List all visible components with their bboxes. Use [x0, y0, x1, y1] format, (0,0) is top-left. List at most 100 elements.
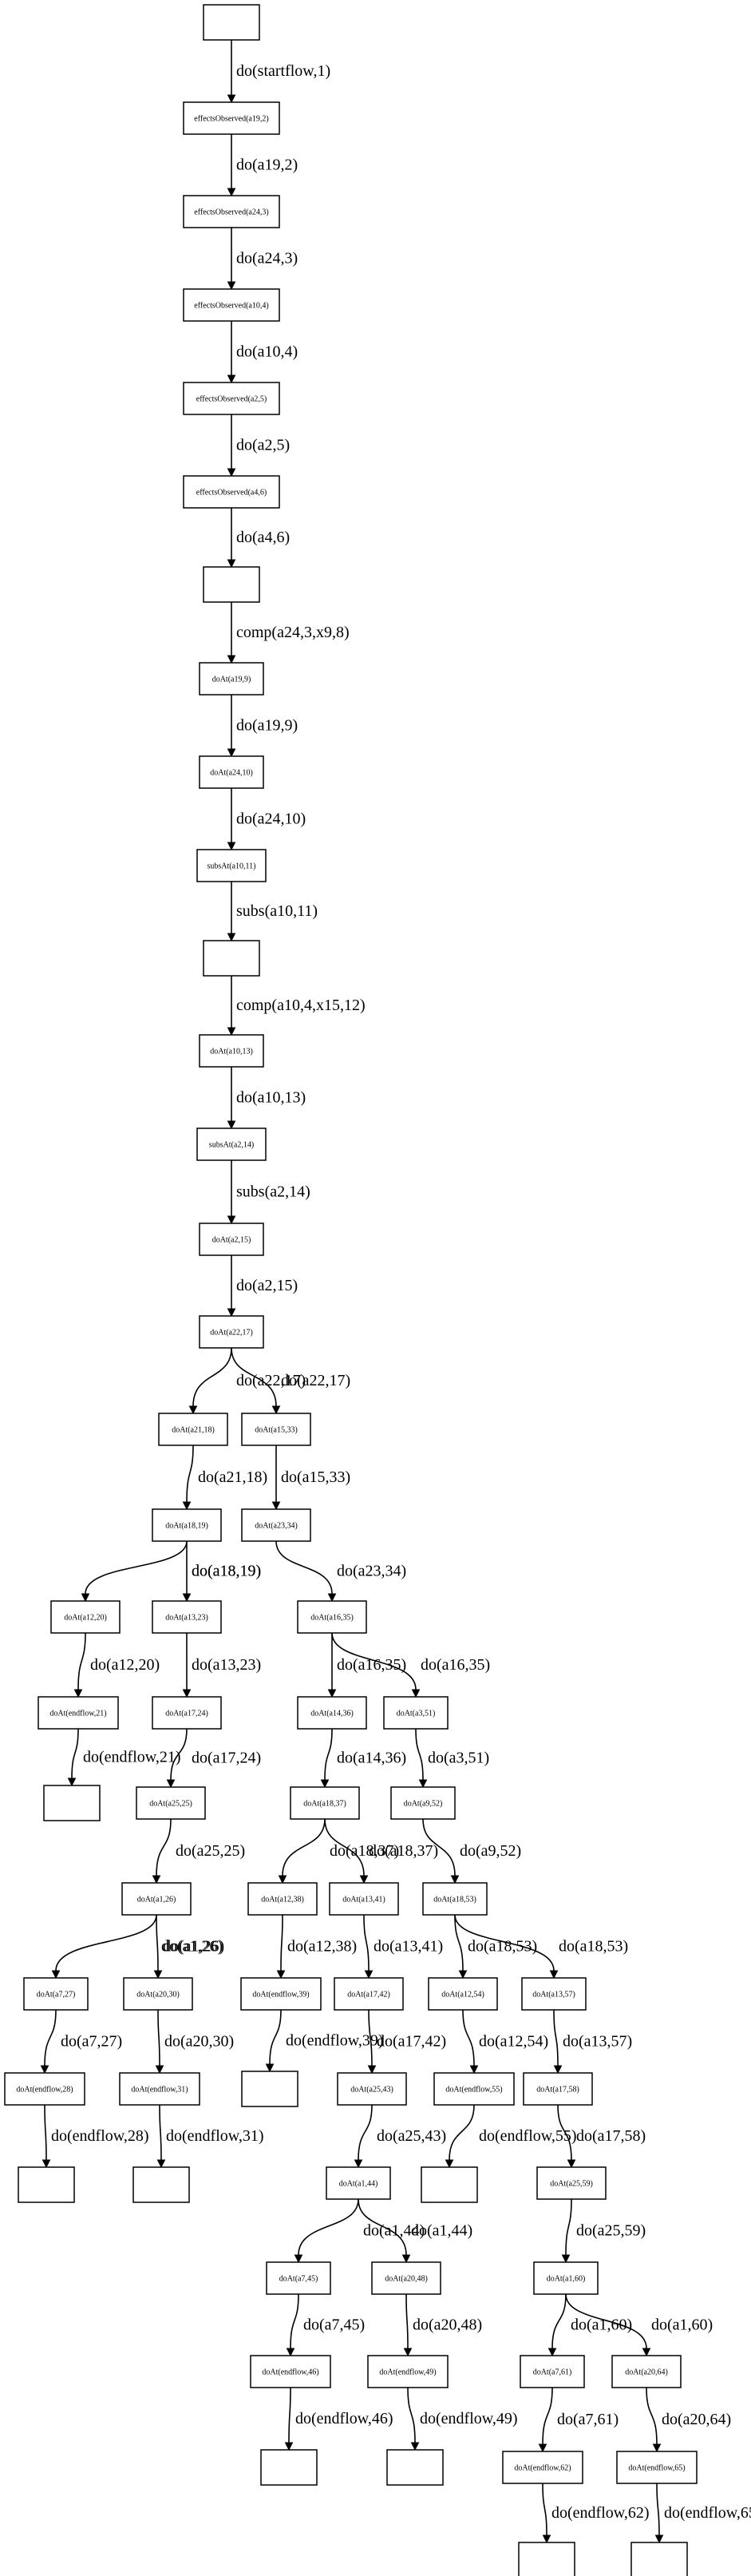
edge-line — [405, 2293, 409, 2349]
edge-label: do(a1,44) — [363, 2222, 425, 2240]
state-node: doAt(a18,53) — [422, 1882, 488, 1916]
arrowhead-icon — [654, 2534, 664, 2544]
edge-arrow: comp(a10,4,x15,12) — [227, 976, 366, 1036]
edge-label: do(endflow,21) — [83, 1749, 181, 1766]
edge-label: do(a10,4) — [236, 343, 298, 361]
node-box — [241, 1508, 311, 1542]
node-label: doAt(a12,20) — [64, 1614, 107, 1623]
edge-label: do(a24,10) — [236, 810, 306, 828]
node-label: doAt(a21,18) — [172, 1426, 215, 1435]
edge-arrow: do(startflow,1) — [227, 40, 330, 104]
edge-line — [565, 2293, 647, 2349]
arrowhead-icon — [271, 1501, 281, 1511]
state-node: doAt(a2,15) — [199, 1223, 264, 1256]
edge-arrow: do(a18,53) — [454, 1914, 628, 1980]
node-label: doAt(endflow,21) — [49, 1710, 106, 1718]
edge-label: do(endflow,46) — [295, 2410, 393, 2427]
arrowhead-icon — [320, 1779, 330, 1789]
edge-label: do(a21,18) — [198, 1468, 267, 1486]
node-label: doAt(a17,58) — [536, 2086, 579, 2094]
edge-line — [290, 2293, 299, 2349]
edge-arrow: do(endflow,28) — [42, 2104, 149, 2169]
node-box — [152, 1696, 222, 1730]
edge-label: do(a20,64) — [662, 2411, 731, 2428]
edge-arrow: do(a1,44) — [358, 2198, 472, 2264]
edge-line — [159, 2104, 162, 2161]
state-node: doAt(a12,54) — [428, 1977, 498, 2011]
edge-arrow: do(a10,4) — [227, 321, 298, 384]
edge-line — [449, 2104, 475, 2161]
node-box — [119, 2072, 200, 2106]
edge-arrow: do(a17,42) — [367, 2009, 446, 2075]
edge-label: do(a18,19) — [192, 1563, 261, 1580]
arrowhead-icon — [418, 1779, 428, 1789]
edge-arrow: do(a13,23) — [182, 1633, 261, 1698]
edge-line — [157, 2009, 160, 2067]
state-node: doAt(a13,57) — [521, 1977, 587, 2011]
edge-line — [186, 1445, 194, 1503]
node-layer: effectsObserved(a19,2) effectsObserved(a2… — [4, 4, 698, 2576]
state-node: doAt(a25,43) — [337, 2072, 407, 2106]
edge-arrow: do(a1,60) — [547, 2293, 632, 2357]
state-node: doAt(endflow,55) — [433, 2072, 515, 2106]
edge-arrow: do(a12,38) — [276, 1914, 357, 1980]
node-box — [297, 1696, 367, 1730]
edge-line — [231, 1347, 277, 1407]
edge-label: do(a1,26) — [161, 1938, 223, 1956]
node-box — [199, 662, 264, 696]
node-label: doAt(a1,26) — [137, 1896, 176, 1904]
edge-label: do(a20,48) — [413, 2316, 482, 2334]
node-box — [183, 101, 280, 135]
node-label: doAt(a19,9) — [212, 676, 251, 684]
node-box — [38, 1696, 119, 1730]
edge-arrow: do(a20,64) — [646, 2387, 731, 2453]
arrowhead-icon — [265, 2063, 275, 2073]
state-node: doAt(a13,41) — [329, 1882, 399, 1916]
edge-arrow: do(a20,48) — [403, 2293, 482, 2357]
edge-label: do(a17,42) — [377, 2033, 446, 2051]
arrowhead-icon — [327, 1689, 337, 1698]
state-node — [421, 2166, 478, 2203]
node-label: doAt(a13,41) — [342, 1896, 385, 1904]
edge-arrow: do(a7,27) — [40, 2009, 122, 2075]
node-box — [250, 2355, 331, 2388]
node-label: doAt(a24,10) — [210, 769, 253, 778]
arrowhead-icon — [364, 1970, 374, 1980]
node-box — [326, 2166, 391, 2200]
arrowhead-icon — [294, 2254, 303, 2264]
node-box — [611, 2355, 682, 2388]
edge-arrow: do(a18,53) — [454, 1914, 537, 1980]
node-label: doAt(a13,57) — [532, 1991, 575, 1999]
node-box — [158, 1413, 228, 1446]
node-box — [520, 2355, 585, 2388]
arrowhead-icon — [182, 1501, 192, 1511]
edge-arrow: do(a13,57) — [553, 2009, 632, 2075]
state-node — [386, 2449, 444, 2486]
node-box — [390, 1786, 456, 1820]
node-box — [521, 1977, 587, 2011]
state-node: effectsObserved(a24,3) — [183, 195, 280, 228]
edge-arrow: do(a23,34) — [275, 1540, 406, 1603]
state-node: doAt(a3,51) — [383, 1696, 449, 1730]
edge-line — [156, 1818, 172, 1877]
arrowhead-icon — [401, 2254, 411, 2264]
edge-line — [324, 1818, 365, 1877]
arrowhead-icon — [561, 2254, 571, 2264]
state-node — [18, 2166, 75, 2203]
edge-line — [275, 1540, 333, 1595]
edge-label: do(a13,57) — [563, 2033, 632, 2051]
edge-line — [542, 2387, 553, 2445]
node-box — [196, 1127, 267, 1161]
edge-arrow: do(a21,18) — [182, 1445, 267, 1511]
edge-line — [542, 2483, 547, 2536]
state-node: effectsObserved(a19,2) — [183, 101, 280, 135]
edge-arrow: do(a19,9) — [227, 695, 298, 758]
edge-line — [170, 1728, 188, 1781]
arrowhead-icon — [286, 2348, 295, 2357]
node-label: doAt(a3,51) — [397, 1710, 436, 1718]
edge-label: do(endflow,62) — [551, 2504, 650, 2522]
edge-arrow: subs(a10,11) — [227, 882, 318, 942]
edge-arrow: do(endflow,31) — [156, 2104, 264, 2169]
edge-line — [156, 1914, 159, 1972]
arrowhead-icon — [227, 1120, 236, 1130]
